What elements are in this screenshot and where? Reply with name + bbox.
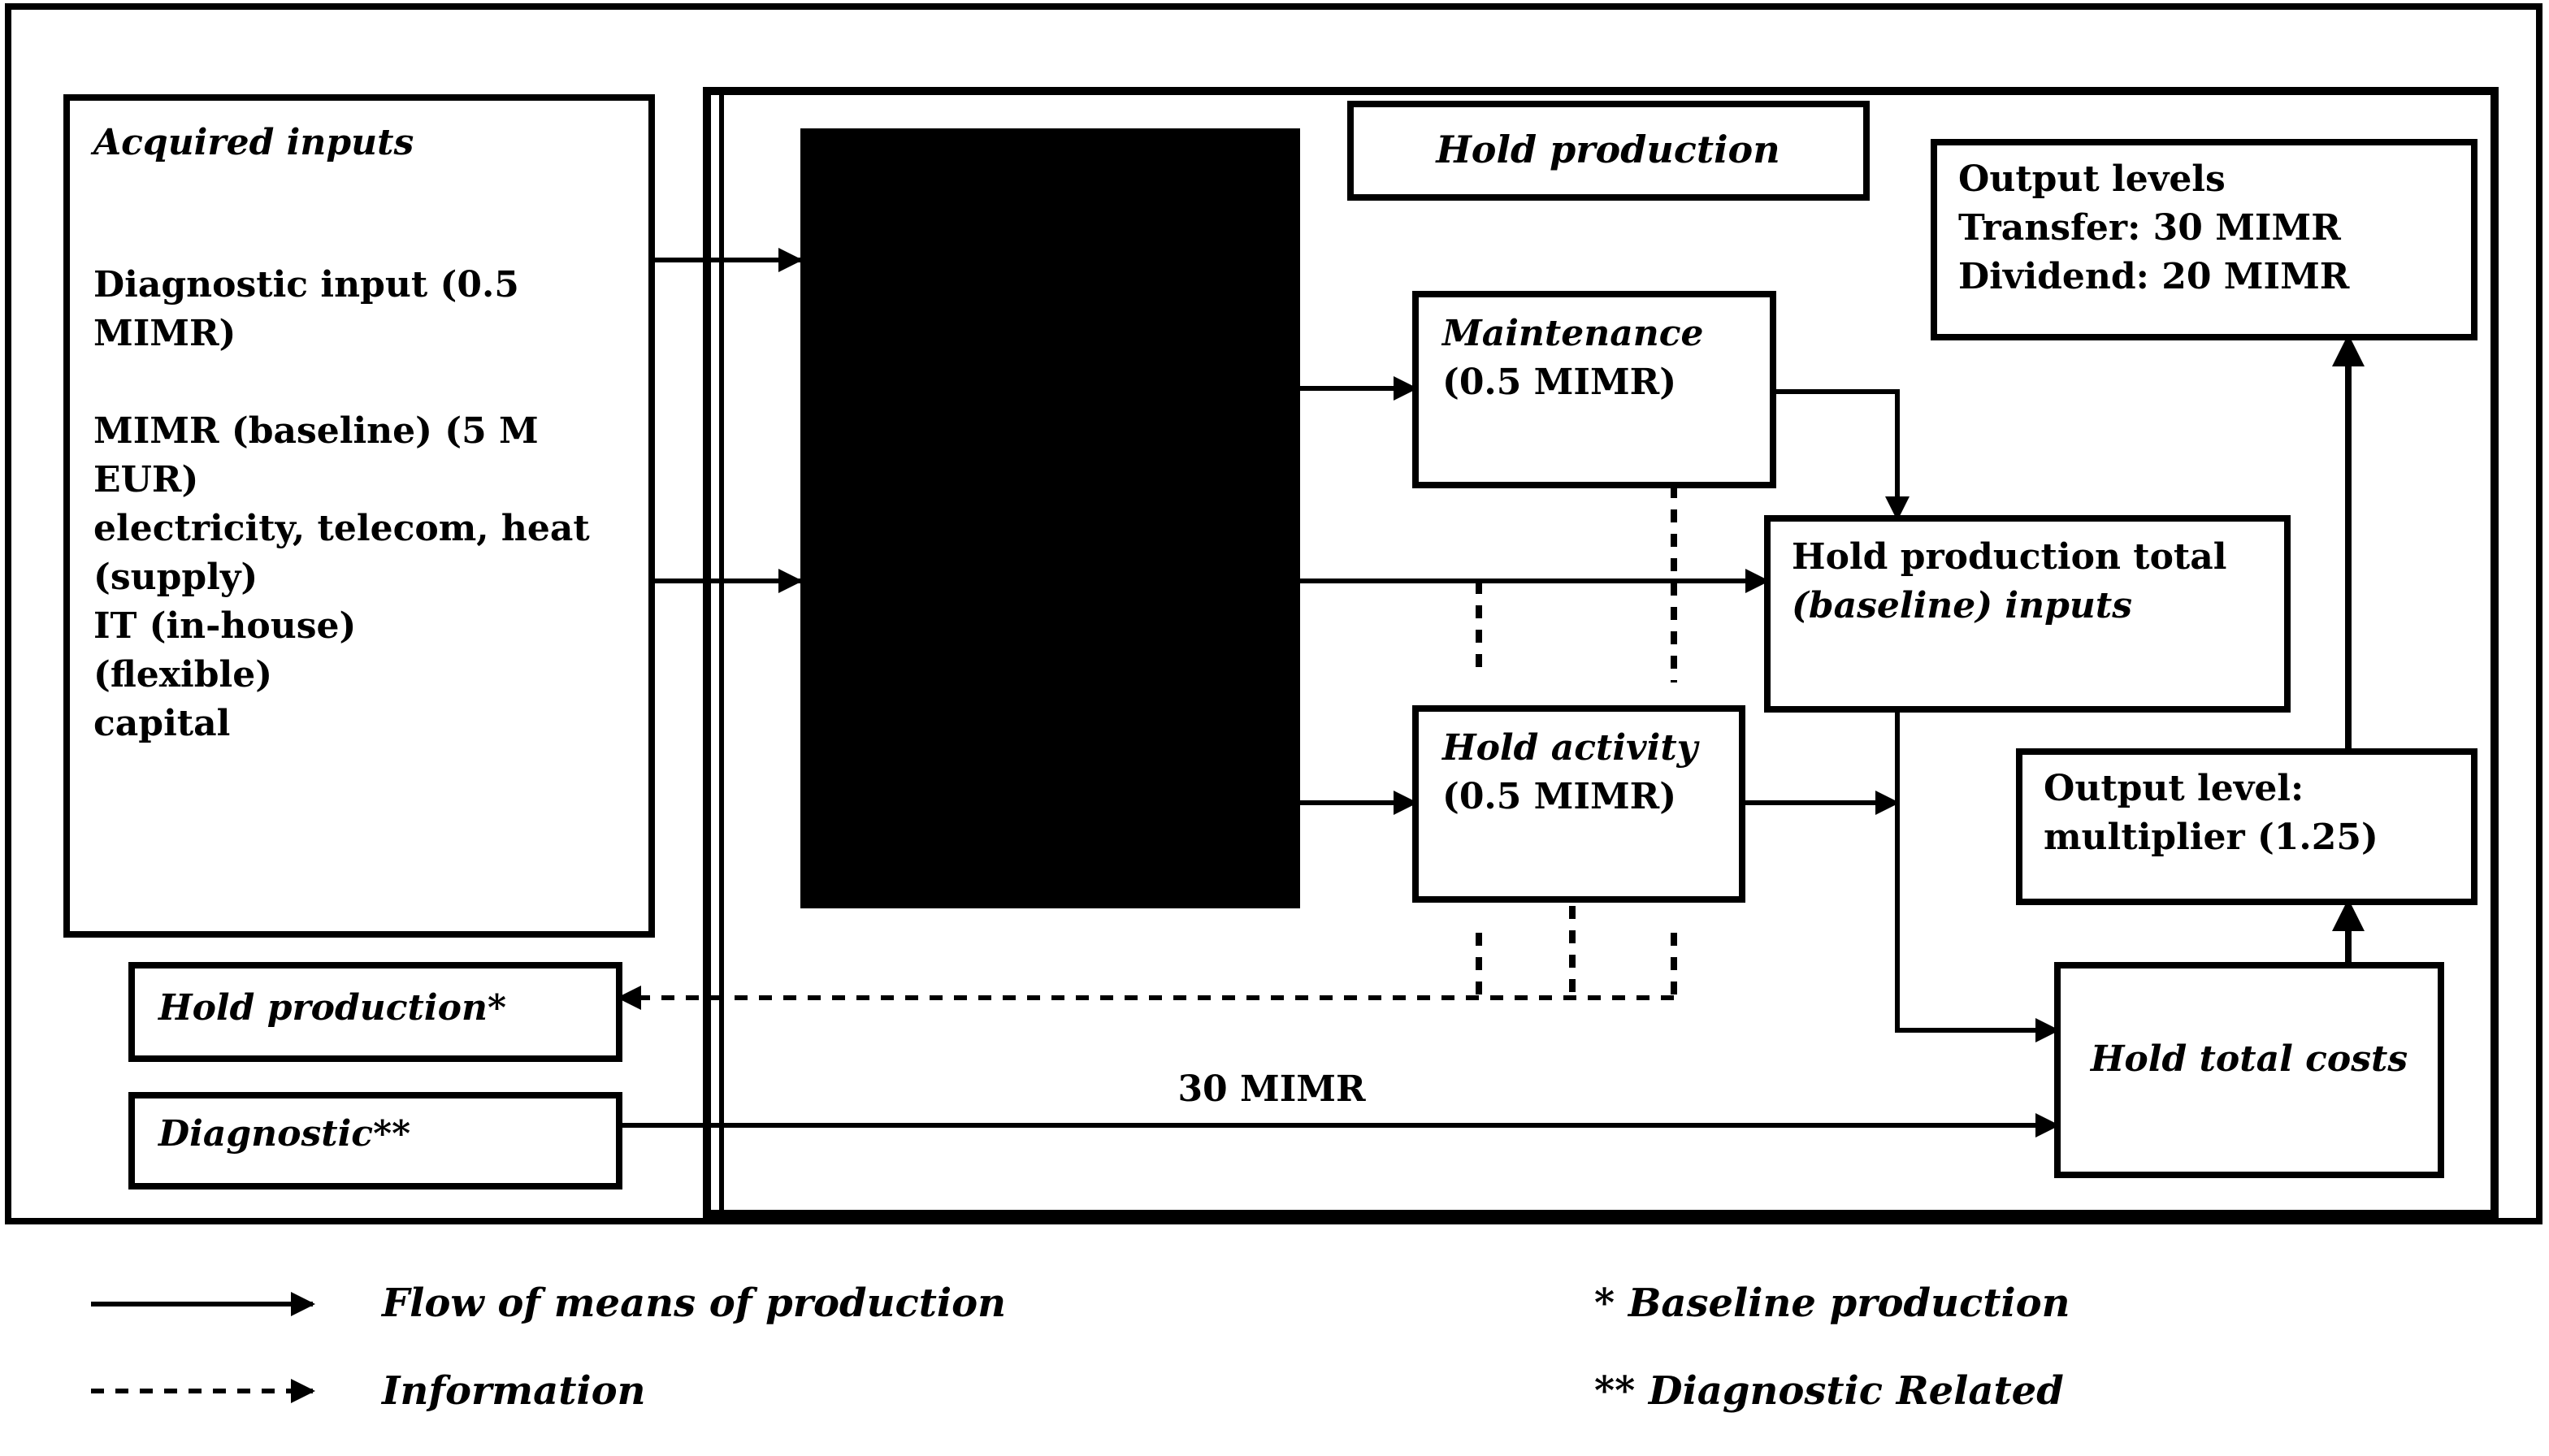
process-2-line-2: (0.5 MIMR) <box>1442 776 1676 817</box>
side-box-1-label: Hold production* <box>157 987 506 1029</box>
center-header-label: Hold production <box>1434 128 1780 171</box>
inputs-box <box>63 94 655 938</box>
inputs-title: Acquired inputs <box>90 122 414 163</box>
output-box <box>1931 139 2477 340</box>
multiplier-line-2: multiplier (1.25) <box>2044 817 2378 858</box>
inputs-item-2-line-1: MIMR (baseline) (5 M <box>93 410 539 452</box>
inputs-item-1-line-2: MIMR) <box>93 313 236 354</box>
flow-label-mimr: 30 MIMR <box>1177 1068 1366 1110</box>
system-boundary <box>703 87 2499 1218</box>
process-1-line-2: (0.5 MIMR) <box>1442 362 1676 403</box>
output-line-2: Transfer: 30 MIMR <box>1958 207 2341 249</box>
total-label: Hold total costs <box>2089 1038 2408 1080</box>
output-line-3: Dividend: 20 MIMR <box>1958 256 2350 297</box>
inputs-item-5: IT (in-house) <box>93 605 356 647</box>
side-box-2 <box>128 1092 622 1190</box>
process-1-box <box>1412 291 1776 488</box>
side-box-2-label: Diagnostic** <box>157 1113 410 1155</box>
inputs-item-2-line-2: EUR) <box>93 459 198 500</box>
inputs-item-1-line-1: Diagnostic input (0.5 <box>93 264 519 306</box>
outer-frame <box>5 3 2542 1224</box>
legend-dashed-label: Information <box>380 1368 646 1414</box>
inputs-item-7: capital <box>93 703 230 744</box>
side-box-1 <box>128 962 622 1062</box>
multiplier-box <box>2016 748 2477 905</box>
flow-combined-to-total <box>1895 709 2060 1042</box>
process-2-line-1: Hold activity <box>1441 727 1701 769</box>
output-line-1: Output levels <box>1958 158 2226 200</box>
inputs-item-6: (flexible) <box>93 654 272 696</box>
inputs-item-3: electricity, telecom, heat <box>93 508 590 549</box>
process-1-line-1: Maintenance <box>1441 313 1704 354</box>
legend-note-1: * Baseline production <box>1594 1280 2070 1326</box>
combined-box <box>1764 515 2291 713</box>
black-process-block <box>800 128 1300 908</box>
inputs-item-4: (supply) <box>93 557 258 598</box>
flow-process-1-to-combined <box>1773 389 1910 521</box>
total-box <box>2054 962 2444 1178</box>
combined-line-1: Hold production total <box>1792 536 2226 578</box>
legend-solid-label: Flow of means of production <box>380 1280 1006 1326</box>
legend-note-2: ** Diagnostic Related <box>1594 1368 2064 1414</box>
combined-line-2: (baseline) inputs <box>1792 585 2132 626</box>
center-header-box <box>1347 101 1870 201</box>
multiplier-line-1: Output level: <box>2044 768 2304 809</box>
